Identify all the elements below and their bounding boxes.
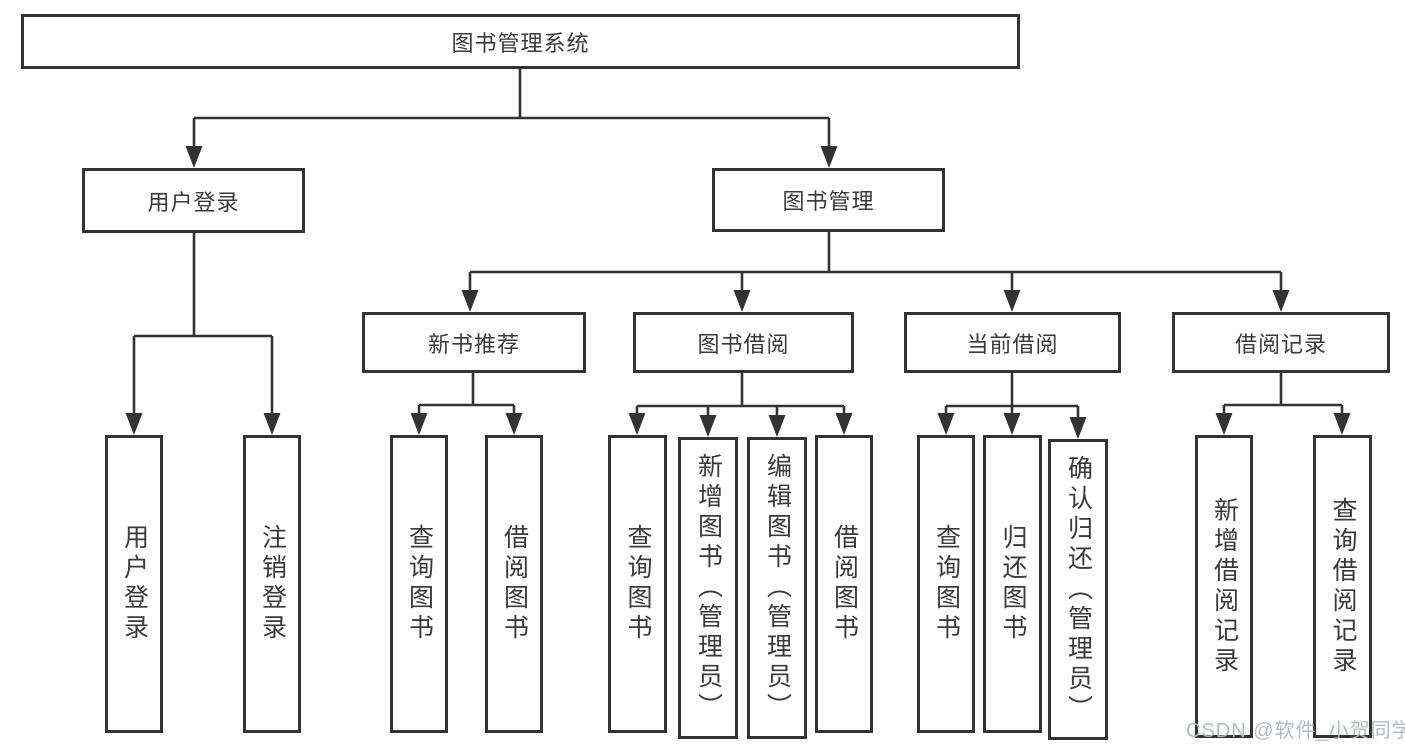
leaf-borrow-books-borrowing: 借阅图书 (815, 435, 873, 733)
node-user-login-label: 用户登录 (147, 189, 240, 215)
leaf-edit-book-admin: 编辑图书（管理员） (747, 437, 807, 739)
leaf-query-books-current: 查询图书 (917, 435, 975, 733)
node-book-borrowing: 图书借阅 (633, 312, 854, 373)
leaf-logout-label: 注销登录 (258, 524, 287, 644)
leaf-return-book: 归还图书 (983, 435, 1042, 733)
leaf-logout: 注销登录 (243, 435, 301, 733)
leaf-add-book-admin-label: 新增图书（管理员） (694, 453, 723, 723)
leaf-query-books-current-label: 查询图书 (932, 524, 961, 644)
node-borrow-records: 借阅记录 (1172, 312, 1390, 373)
leaf-query-books-borrowing: 查询图书 (608, 435, 667, 733)
node-new-book-recommend-label: 新书推荐 (427, 331, 520, 357)
node-root-label: 图书管理系统 (451, 30, 590, 56)
leaf-borrow-books-recommend: 借阅图书 (485, 435, 543, 733)
leaf-query-borrow-record: 查询借阅记录 (1313, 435, 1372, 738)
leaf-query-books-recommend: 查询图书 (390, 435, 448, 733)
leaf-query-borrow-record-label: 查询借阅记录 (1329, 496, 1357, 677)
leaf-borrow-books-borrowing-label: 借阅图书 (830, 524, 859, 644)
node-current-borrowing-label: 当前借阅 (966, 331, 1059, 357)
leaf-query-books-borrowing-label: 查询图书 (624, 524, 652, 644)
leaf-borrow-books-recommend-label: 借阅图书 (500, 524, 529, 644)
node-root: 图书管理系统 (21, 14, 1020, 69)
node-book-management: 图书管理 (712, 168, 945, 232)
leaf-edit-book-admin-label: 编辑图书（管理员） (763, 453, 792, 723)
leaf-add-book-admin: 新增图书（管理员） (678, 437, 738, 739)
leaf-add-borrow-record: 新增借阅记录 (1195, 435, 1253, 738)
node-user-login: 用户登录 (82, 168, 305, 233)
leaf-return-book-label: 归还图书 (999, 524, 1027, 644)
node-book-borrowing-label: 图书借阅 (697, 331, 790, 357)
leaf-user-login: 用户登录 (105, 435, 163, 733)
node-borrow-records-label: 借阅记录 (1234, 331, 1327, 357)
node-new-book-recommend: 新书推荐 (362, 312, 586, 373)
watermark: CSDN @软件_小贺同学 (1186, 720, 1405, 742)
leaf-query-books-recommend-label: 查询图书 (405, 524, 434, 644)
node-book-management-label: 图书管理 (782, 189, 875, 214)
leaf-add-borrow-record-label: 新增借阅记录 (1210, 496, 1239, 677)
node-current-borrowing: 当前借阅 (904, 312, 1121, 373)
leaf-confirm-return-admin-label: 确认归还（管理员） (1064, 454, 1093, 725)
leaf-confirm-return-admin: 确认归还（管理员） (1048, 439, 1108, 740)
leaf-user-login-label: 用户登录 (120, 524, 149, 644)
